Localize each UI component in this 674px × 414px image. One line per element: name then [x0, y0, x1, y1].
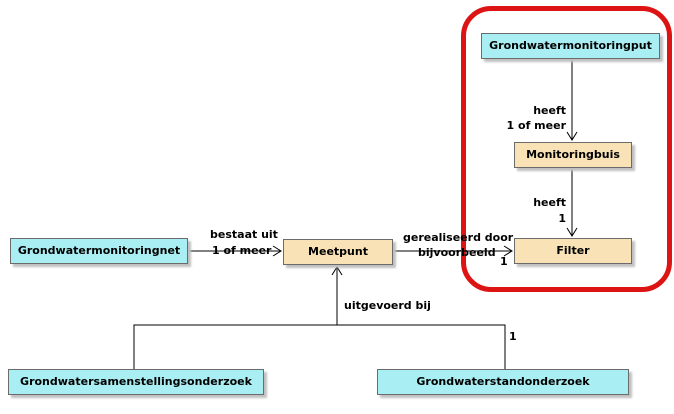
node-label: Meetpunt — [308, 245, 368, 258]
node-label: Monitoringbuis — [526, 148, 620, 161]
edge-label-bestaat-uit: bestaat uit — [210, 228, 278, 241]
node-label: Filter — [556, 244, 590, 257]
edge-net-bestaat-uit — [186, 245, 282, 257]
node-label: Grondwatermonitoringput — [489, 39, 652, 52]
edge-sublabel-bijvoorbeeld: bijvoorbeeld — [418, 246, 496, 259]
edge-label-gerealiseerd-door: gerealiseerd door — [403, 231, 514, 244]
node-grondwatermonitoringput: Grondwatermonitoringput — [481, 33, 660, 59]
edge-cardinality-put-buis: 1 of meer — [506, 119, 566, 132]
node-grondwaterstandonderzoek: Grondwaterstandonderzoek — [377, 369, 629, 395]
edge-label-uitgevoerd-bij: uitgevoerd bij — [344, 299, 431, 312]
node-monitoringbuis: Monitoringbuis — [514, 142, 632, 168]
edge-buis-heeft-filter — [566, 168, 578, 237]
edge-cardinality-gerealiseerd: 1 — [500, 255, 508, 268]
edge-cardinality-buis-filter: 1 — [558, 212, 566, 225]
edge-cardinality-uitgevoerd-bij: 1 — [509, 330, 517, 343]
node-meetpunt: Meetpunt — [283, 239, 393, 265]
edge-label-heeft-put-buis: heeft — [533, 104, 566, 117]
node-grondwatermonitoringnet: Grondwatermonitoringnet — [10, 238, 188, 264]
node-label: Grondwatersamenstellingsonderzoek — [20, 375, 252, 388]
edge-cardinality-bestaat-uit: 1 of meer — [212, 244, 272, 257]
edge-put-heeft-buis — [566, 59, 578, 141]
node-label: Grondwatermonitoringnet — [17, 244, 181, 257]
edge-meetpunt-gerealiseerd-door — [391, 245, 513, 257]
node-filter: Filter — [514, 238, 632, 264]
node-grondwatersamenstellingsonderzoek: Grondwatersamenstellingsonderzoek — [8, 369, 264, 395]
node-label: Grondwaterstandonderzoek — [416, 375, 590, 388]
edge-label-heeft-buis-filter: heeft — [533, 196, 566, 209]
edge-uitgevoerd-bij — [133, 266, 506, 369]
